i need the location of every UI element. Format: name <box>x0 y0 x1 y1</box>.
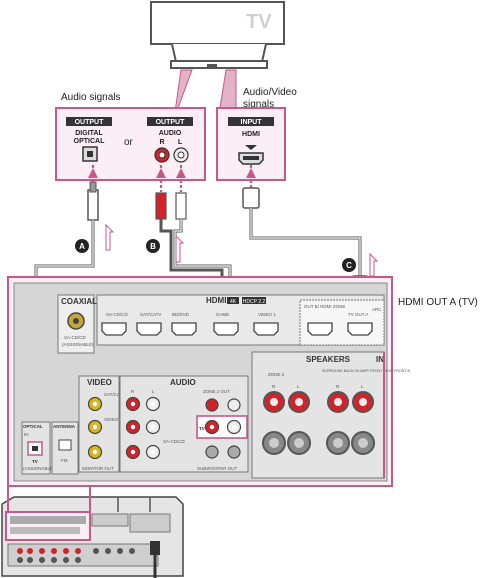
hdmi-out-b-label: OUT B/ HDMI ZONE <box>304 304 345 309</box>
tv-hdmi-header: INPUT <box>241 119 263 126</box>
tv-audio-panel-group: OUTPUT DIGITAL OPTICAL or OUTPUT AUDIO R… <box>55 107 206 181</box>
audio-zone2-label: ZONE 2 OUT <box>203 389 230 394</box>
antenna-fm-label: FM <box>61 458 68 463</box>
cable-a-badge <box>75 239 89 253</box>
av-signals-caption-line2: signals <box>243 99 274 110</box>
audio-tv-label: TV <box>199 426 205 431</box>
hdmi-section: HDMI 4K HDCP 2.2 SA-CD/CD SAT/CATV BD/DV… <box>96 294 385 346</box>
cable-c-letter: C <box>346 261 352 270</box>
video-sub2: VIDEO 1 <box>104 417 122 422</box>
tv-optical-output: OUTPUT DIGITAL OPTICAL <box>66 117 112 162</box>
av-signals-caption-line1: Audio/Video <box>243 87 297 98</box>
hdmi-port-5 <box>253 322 279 336</box>
tv-analog-output: OUTPUT AUDIO R L <box>147 117 193 163</box>
tv-label: TV <box>246 11 272 33</box>
tv-optical-line2: OPTICAL <box>74 138 105 145</box>
hdmi-section-label: HDMI <box>206 296 226 305</box>
hdmi-in-label-4: GAME <box>216 312 229 317</box>
hdmi-out-caption: HDMI OUT A (TV) <box>398 297 478 308</box>
optical-in-label: IN <box>24 432 29 437</box>
hdmi-in-label-5: VIDEO 1 <box>258 312 276 317</box>
audio-label: AUDIO <box>170 378 196 387</box>
subwoofer-label: SUBWOOFER OUT <box>197 466 238 471</box>
hdmi-out-a-label: TV OUT A <box>348 312 368 317</box>
audio-signals-caption: Audio signals <box>61 92 120 103</box>
monitor-out-label: MONITOR OUT <box>82 466 114 471</box>
coaxial-label: COAXIAL <box>61 297 97 306</box>
cable-a-letter: A <box>79 242 85 251</box>
spk-r-label-2: R <box>336 384 340 389</box>
antenna-section: ANTENNA FM <box>51 421 79 475</box>
hdmi-in-label-1: SA-CD/CD <box>106 312 129 317</box>
coaxial-section: COAXIAL SA-CD/CD (ASSIGNABLE) <box>57 294 97 354</box>
cable-b-letter: B <box>150 242 156 251</box>
hdmi-in-label-2: SAT/CATV <box>140 312 161 317</box>
hdcp-badge: HDCP 2.2 <box>243 299 266 305</box>
hdmi-out-a-port <box>347 322 373 336</box>
or-text: or <box>124 137 134 148</box>
speakers-label: SPEAKERS <box>306 355 351 364</box>
tv-callout-left <box>55 69 193 113</box>
tv-illustration: TV <box>150 1 285 69</box>
hdmi-port-2 <box>136 322 162 336</box>
hdmi-input-ports <box>101 322 279 336</box>
video-sub: SAT/CATV <box>104 392 125 397</box>
speakers-cut-label: IN <box>376 355 384 364</box>
receiver-thumbnail <box>1 496 184 578</box>
optical-assignable-label: (ASSIGNABLE) <box>23 466 55 471</box>
hdmi-arc-label: ARC <box>372 307 382 312</box>
optical-tv-label: TV <box>32 459 38 464</box>
tv-audio-r: R <box>159 139 164 146</box>
coaxial-sub: SA-CD/CD <box>64 335 87 340</box>
cable-b-badge <box>146 239 160 253</box>
hdmi-port-1 <box>101 322 127 336</box>
zone2-label: ZONE 2 <box>268 372 285 377</box>
optical-section: OPTICAL IN TV (ASSIGNABLE) <box>21 421 55 475</box>
optical-label: OPTICAL <box>23 424 43 429</box>
antenna-label: ANTENNA <box>53 424 76 429</box>
tv-callout-right <box>219 69 237 109</box>
tv-optical-line1: DIGITAL <box>75 130 103 137</box>
tv-optical-header: OUTPUT <box>75 119 105 126</box>
audio-l-label: L <box>152 389 155 394</box>
cable-c-badge <box>342 258 356 272</box>
coaxial-sub2: (ASSIGNABLE) <box>62 342 94 347</box>
spk-l-label-2: L <box>361 384 364 389</box>
tv-hdmi-label: HDMI <box>242 131 260 138</box>
spk-r-label-1: R <box>272 384 276 389</box>
hdmi-port-3 <box>171 322 197 336</box>
video-section: VIDEO SAT/CATV VIDEO 1 MONITOR OUT <box>78 375 125 473</box>
surround-label: SURROUND BACK/ BI-AMP/ FRONT HIGH/ FRONT… <box>322 369 411 373</box>
hdmi-4k-badge: 4K <box>230 299 237 305</box>
hdmi-out-b-port <box>307 322 333 336</box>
tv-audio-line1: AUDIO <box>159 130 182 137</box>
hdmi-port-4 <box>213 322 239 336</box>
spk-l-label-1: L <box>297 384 300 389</box>
receiver-rear-panel: COAXIAL SA-CD/CD (ASSIGNABLE) HDMI 4K HD… <box>7 276 411 487</box>
hdmi-in-label-3: BD/DVD <box>172 312 190 317</box>
tv-audio-l: L <box>178 139 183 146</box>
speakers-section: SPEAKERS IN ZONE 2 SURROUND BACK/ BI-AMP… <box>251 351 411 479</box>
tv-audio-header: OUTPUT <box>156 119 186 126</box>
audio-section: AUDIO R L SA-CD/CD ZONE 2 OUT TV <box>119 375 249 473</box>
audio-sacd-label: SA-CD/CD <box>163 439 186 444</box>
video-label: VIDEO <box>87 378 112 387</box>
audio-r-label: R <box>131 389 135 394</box>
